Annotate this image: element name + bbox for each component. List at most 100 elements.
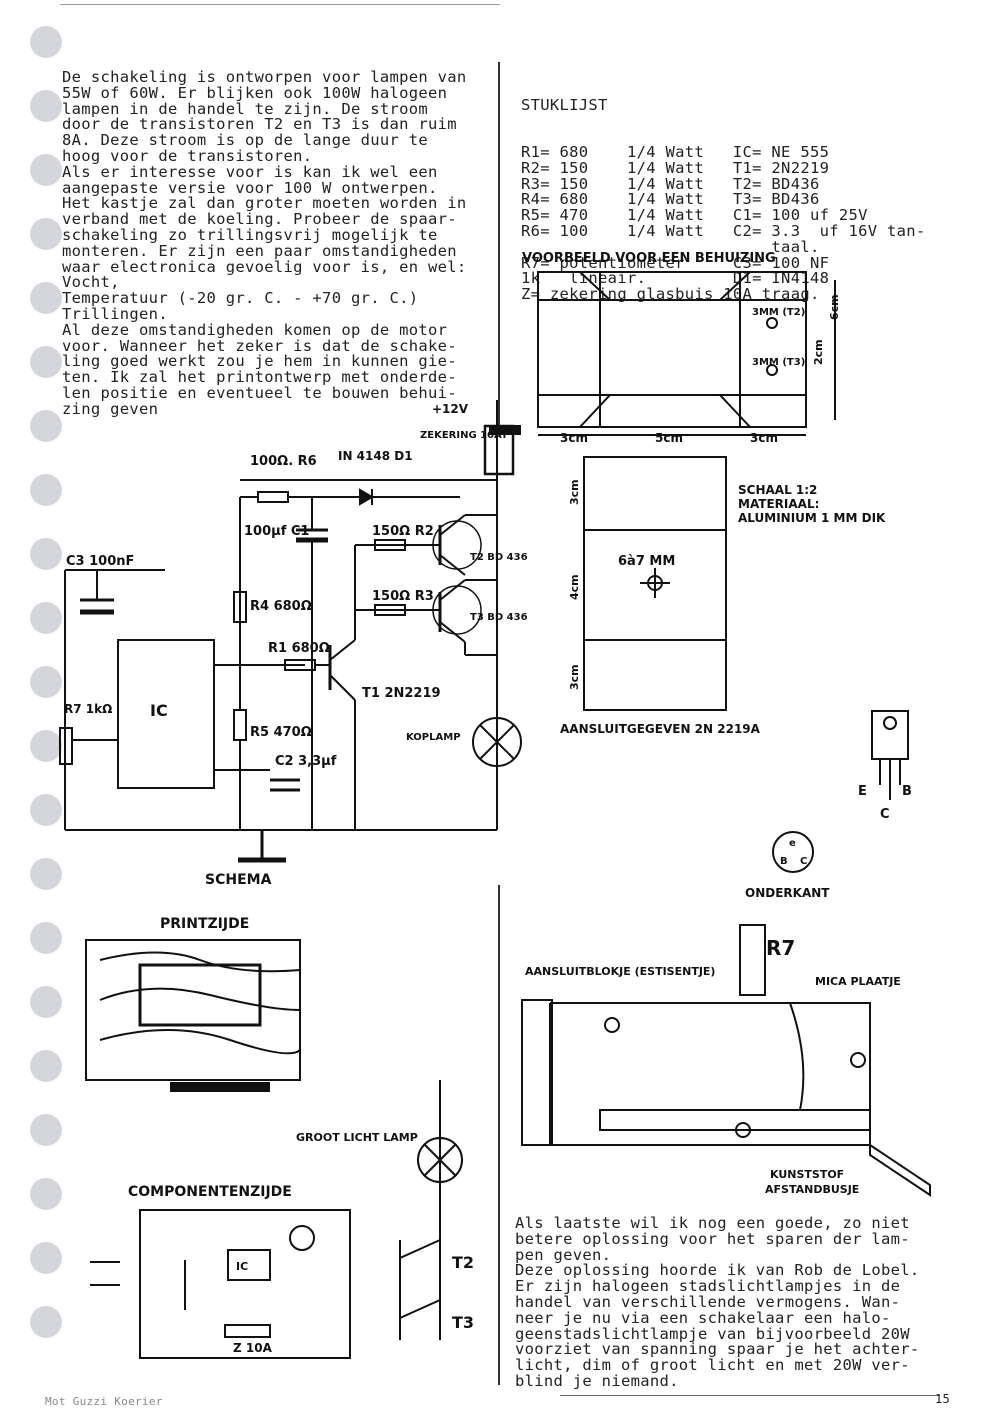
enclosure-side-drawing: 3cm 4cm 3cm 6à7 MM SCHAAL 1:2 MATERIAAL:… <box>568 456 886 711</box>
scale-label: SCHAAL 1:2 <box>738 483 817 497</box>
closing-line: Deze oplossing hoorde ik van Rob de Lobe… <box>515 1261 920 1280</box>
pcb-fuse-label: Z 10A <box>233 1341 273 1355</box>
pin-e: E <box>858 784 867 799</box>
parts-list-title: STUKLIJST <box>521 95 608 114</box>
spacer-label: AFSTANDBUSJE <box>765 1183 859 1196</box>
schematic-drawing <box>59 400 522 863</box>
column-divider-bottom <box>498 885 500 1385</box>
parts-list-row: R1= 680 1/4 Watt IC= NE 555 <box>521 142 830 161</box>
column-divider-top <box>498 62 500 432</box>
vert-3cm-a: 3cm <box>568 479 581 505</box>
intro-line: ten. Ik zal het printontwerp met onderde… <box>62 368 457 387</box>
r5-label: R5 470Ω <box>250 725 312 740</box>
intro-line: voor. Wanneer het zeker is dat de schake… <box>62 336 457 355</box>
parts-list-row: R4= 680 1/4 Watt T3= BD436 <box>521 190 820 209</box>
c3-label: C3 100nF <box>66 554 134 569</box>
schematic-caption: SCHEMA <box>205 872 272 888</box>
parts-list-row: 1k lineair. D1= IN4148 <box>521 269 830 288</box>
intro-line: Trillingen. <box>62 304 168 323</box>
closing-line: licht, dim of groot licht en met 20W ver… <box>515 1356 910 1375</box>
intro-line: waar electronica gevoelig voor is, en we… <box>62 257 467 276</box>
high-beam-drawing: GROOT LICHT LAMP T2 T3 <box>296 1080 474 1340</box>
high-beam-label: GROOT LICHT LAMP <box>296 1131 418 1144</box>
r6-label: 100Ω. R6 <box>250 454 317 469</box>
intro-line: hoog voor de transistoren. <box>62 146 313 165</box>
parts-list-row: R6= 100 1/4 Watt C2= 3.3 uf 16V tan- <box>521 221 926 240</box>
intro-line: Al deze omstandigheden komen op de motor <box>62 320 448 339</box>
hole-t3-label: 3MM (T3) <box>752 357 805 368</box>
r1-label: R1 680Ω <box>268 641 330 656</box>
t3-label: T3 BD 436 <box>470 612 528 623</box>
dim-6cm: 6cm <box>828 294 841 320</box>
r4-label: R4 680Ω <box>250 599 312 614</box>
svg-text:IC: IC <box>236 1260 248 1273</box>
closing-line: neer je nu via een schakelaar een halo- <box>515 1308 891 1327</box>
pcb-print-side: PRINTZIJDE <box>85 916 301 1092</box>
r2-label: 150Ω R2 <box>372 524 434 539</box>
enclosure-drawing: VOORBEELD VOOR EEN BEHUIZING 3MM (T2) 3M… <box>522 251 841 445</box>
binder-hole <box>30 474 62 506</box>
print-side-title: PRINTZIJDE <box>160 916 249 932</box>
lamp-label: KOPLAMP <box>406 732 461 743</box>
pin-c: C <box>880 807 890 822</box>
parts-list-row: R7= potentiometer C3= 100 NF <box>521 253 830 272</box>
binder-hole <box>30 346 62 378</box>
vert-3cm-b: 3cm <box>568 664 581 690</box>
intro-line: aangepaste versie voor 100 W ontwerpen. <box>62 178 438 197</box>
svg-text:B: B <box>780 856 788 867</box>
binder-hole <box>30 986 62 1018</box>
binder-hole <box>30 282 62 314</box>
binder-hole <box>30 922 62 954</box>
intro-line: zing geven <box>62 399 159 418</box>
ic-label: IC <box>150 701 168 720</box>
material-value: ALUMINIUM 1 MM DIK <box>738 511 886 525</box>
closing-line: blind je niemand. <box>515 1371 679 1390</box>
pinout-title: AANSLUITGEGEVEN 2N 2219A <box>560 722 761 736</box>
binder-hole <box>30 858 62 890</box>
d1-label: IN 4148 D1 <box>338 449 413 463</box>
dim-3cm-a: 3cm <box>560 431 588 445</box>
pin-b: B <box>902 784 912 799</box>
intro-line: len positie en eventueel te bouwen behui… <box>62 383 457 402</box>
closing-text: Als laatste wil ik nog een goede, zo nie… <box>515 1215 920 1390</box>
binder-hole <box>30 1178 62 1210</box>
pinout-drawing: AANSLUITGEGEVEN 2N 2219A E B C e B C OND… <box>560 710 912 900</box>
intro-line: 8A. Deze stroom is op de lange duur te <box>62 131 429 150</box>
top-rule <box>60 4 500 5</box>
binder-hole <box>30 1050 62 1082</box>
binder-hole <box>30 602 62 634</box>
supply-label: +12V <box>432 402 469 416</box>
schematic-labels: +12V ZEKERING 10AT 100Ω. R6 IN 4148 D1 1… <box>64 402 528 888</box>
intro-line: Temperatuur (-20 gr. C. - +70 gr. C.) <box>62 289 419 308</box>
enclosure-title: VOORBEELD VOOR EEN BEHUIZING <box>522 251 776 266</box>
intro-line: Het kastje zal dan groter moeten worden … <box>62 194 467 213</box>
svg-text:C: C <box>800 856 807 867</box>
intro-line: Vocht, <box>62 273 120 292</box>
intro-line: door de transistoren T2 en T3 is dan rui… <box>62 115 457 134</box>
binder-hole <box>30 410 62 442</box>
binder-hole <box>30 666 62 698</box>
binder-hole <box>30 1114 62 1146</box>
binder-hole <box>30 90 62 122</box>
closing-line: voorziet van spanning spaar je het achte… <box>515 1340 920 1359</box>
closing-line: handel van verschillende vermogens. Wan- <box>515 1292 901 1311</box>
t1-label: T1 2N2219 <box>362 686 441 701</box>
binder-hole <box>30 730 62 762</box>
intro-line: schakeling zo trillingsvrij mogelijk te <box>62 225 438 244</box>
r3-label: 150Ω R3 <box>372 589 434 604</box>
intro-text: De schakeling is ontworpen voor lampen v… <box>62 69 467 418</box>
binder-hole <box>30 26 62 58</box>
mica-label: MICA PLAATJE <box>815 975 901 988</box>
binder-hole <box>30 1306 62 1338</box>
dim-5cm: 5cm <box>655 431 683 445</box>
hole-6to7: 6à7 MM <box>618 554 675 569</box>
dim-2cm: 2cm <box>812 339 825 365</box>
component-side-title: COMPONENTENZIJDE <box>128 1184 292 1200</box>
assembly-drawing: AANSLUITBLOKJE (ESTISENTJE) R7 MICA PLAA… <box>521 924 931 1197</box>
underside-label: ONDERKANT <box>745 886 830 900</box>
fuse-label: ZEKERING 10AT <box>420 430 508 441</box>
r7-label: R7 1kΩ <box>64 702 112 716</box>
intro-line: Als er interesse voor is kan ik wel een <box>62 162 438 181</box>
